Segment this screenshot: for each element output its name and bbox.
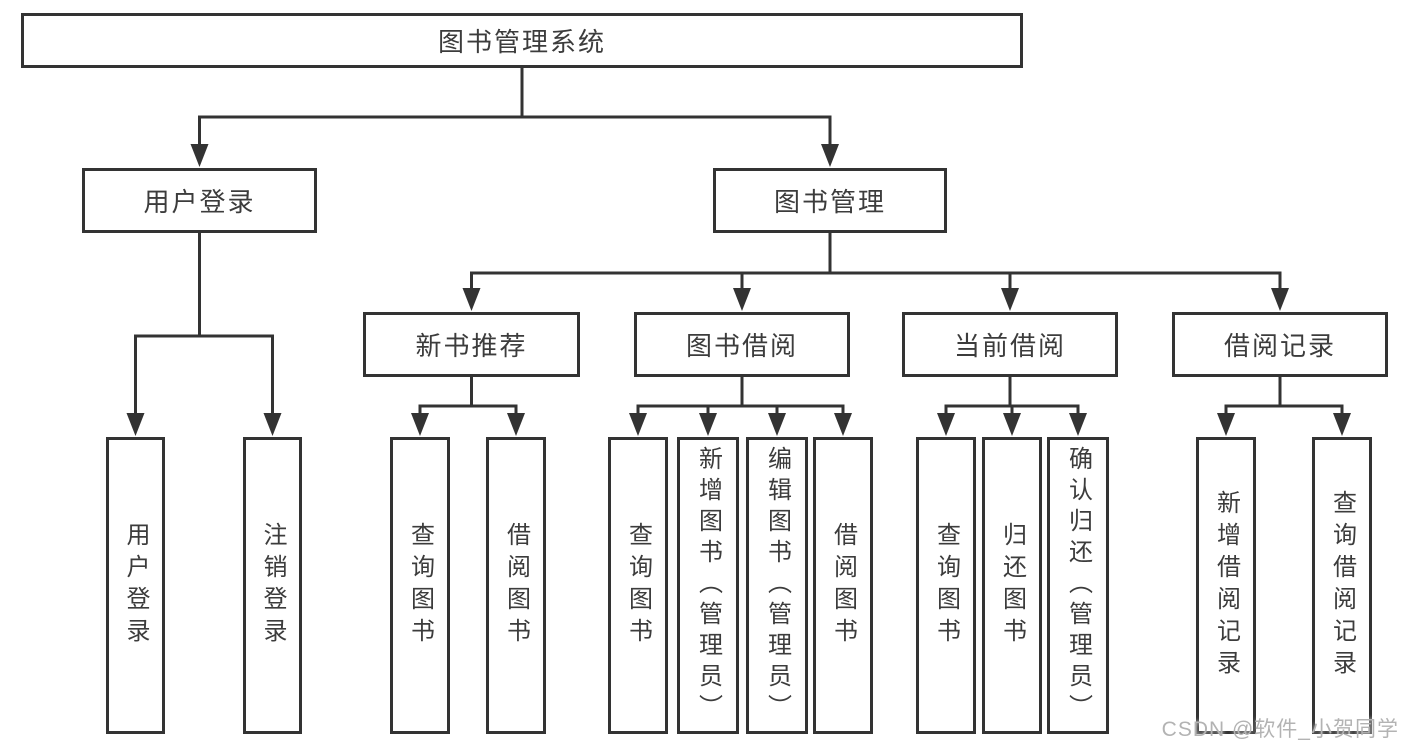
node-book-management: 图书管理: [713, 168, 947, 233]
leaf-return-book: 归还图书: [982, 437, 1042, 734]
node-new-book-recommend: 新书推荐: [363, 312, 580, 377]
leaf-edit-book-admin: 编辑图书（管理员）: [746, 437, 808, 734]
leaf-logout: 注销登录: [243, 437, 302, 734]
leaf-borrow-books-borrowing: 借阅图书: [813, 437, 873, 734]
leaf-user-login: 用户登录: [106, 437, 165, 734]
arrowheads: [126, 144, 1351, 436]
node-root: 图书管理系统: [21, 13, 1023, 68]
node-current-borrowing: 当前借阅: [902, 312, 1118, 377]
leaf-query-books-borrowing: 查询图书: [608, 437, 668, 734]
leaf-add-book-admin: 新增图书（管理员）: [677, 437, 739, 734]
leaf-query-borrow-record: 查询借阅记录: [1312, 437, 1372, 734]
leaf-add-borrow-record: 新增借阅记录: [1196, 437, 1256, 734]
node-book-borrowing: 图书借阅: [634, 312, 850, 377]
watermark: CSDN @软件_小贺同学: [1161, 718, 1399, 741]
leaf-query-books-recommend: 查询图书: [390, 437, 450, 734]
node-user-login: 用户登录: [82, 168, 317, 233]
node-borrow-records: 借阅记录: [1172, 312, 1388, 377]
leaf-borrow-books-recommend: 借阅图书: [486, 437, 546, 734]
leaf-confirm-return-admin: 确认归还（管理员）: [1047, 437, 1109, 734]
leaf-query-books-current: 查询图书: [916, 437, 976, 734]
